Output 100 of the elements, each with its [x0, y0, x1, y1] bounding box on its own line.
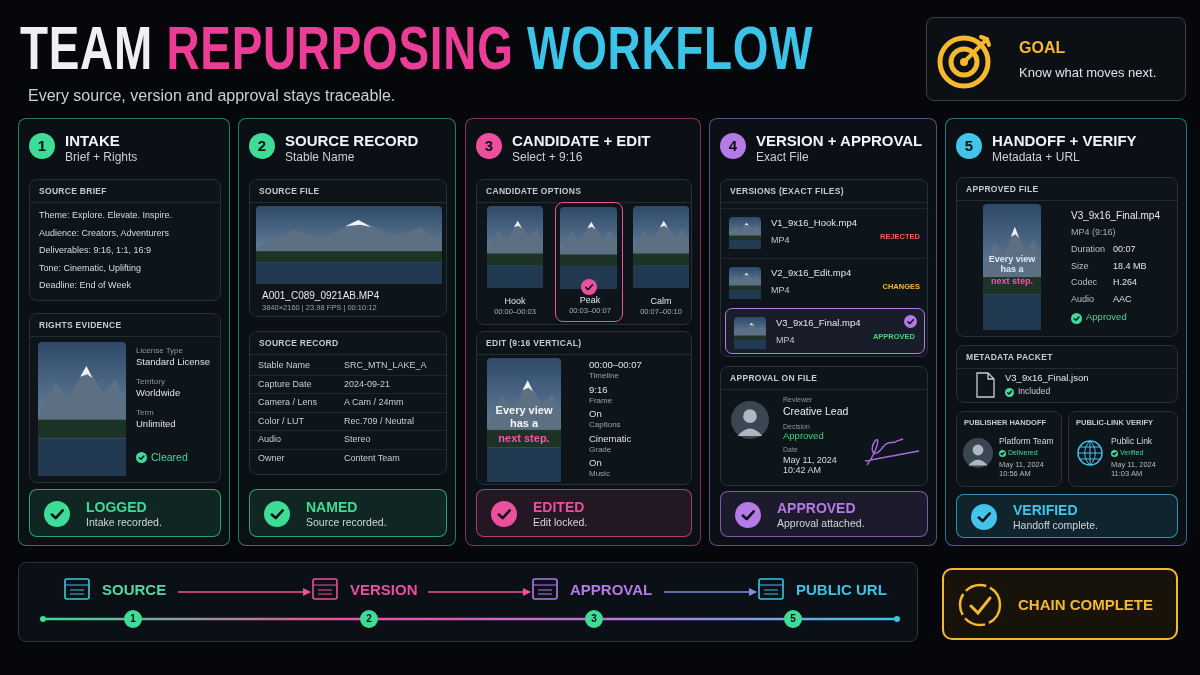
- step-title: VERSION: [350, 581, 418, 599]
- status-text: Approval attached.: [777, 517, 865, 530]
- panel-heading: METADATA PACKET: [966, 353, 1053, 363]
- field-value: SRC_MTN_LAKE_A: [344, 360, 427, 371]
- arrow: [177, 588, 311, 596]
- arrow: [427, 588, 531, 596]
- brief-panel: [29, 179, 221, 301]
- version-row: [725, 308, 925, 354]
- file-name: V3_9x16_Final.json: [1005, 373, 1089, 384]
- brief-line: Theme: Explore. Elevate. Inspire.: [39, 210, 173, 221]
- field-value: May 11, 2024 10:42 AM: [783, 455, 838, 476]
- field-value: Approved: [783, 431, 824, 442]
- panel-heading: SOURCE FILE: [259, 187, 320, 197]
- field-value: AAC: [1113, 293, 1132, 304]
- overlay-caption: Every view has a: [494, 404, 554, 430]
- step-title: PUBLIC URL: [796, 581, 887, 599]
- status-text: Handoff complete.: [1013, 519, 1099, 532]
- status-text: Approved: [1086, 312, 1127, 323]
- arrow: [663, 588, 757, 596]
- field-label: Camera / Lens: [258, 397, 318, 408]
- handoff-panel: [1068, 411, 1178, 487]
- field-value: 00:00–00:07: [589, 360, 642, 371]
- field-label: Territory: [136, 377, 165, 387]
- field-value: On: [589, 458, 602, 469]
- handoff-name: Public Link: [1111, 437, 1153, 447]
- field-label: Frame: [589, 395, 613, 405]
- field-value: Stereo: [344, 434, 371, 445]
- file-type: MP4 (9:16): [1071, 227, 1116, 238]
- option-name: Calm: [650, 296, 672, 307]
- number-badge: 3: [476, 133, 502, 159]
- status-banner: [956, 494, 1178, 538]
- status-banner: [476, 489, 692, 537]
- handoff-panel: [956, 411, 1062, 487]
- field-label: License Type: [136, 346, 183, 356]
- step-number: 2: [360, 610, 378, 628]
- complete-title: CHAIN COMPLETE: [1018, 596, 1153, 614]
- field-label: Duration: [1071, 244, 1106, 255]
- field-value: 00:07: [1113, 244, 1136, 255]
- field-label: Music: [589, 469, 610, 479]
- field-label: Codec: [1071, 277, 1097, 288]
- file-name: A001_C089_0921AB.MP4: [262, 290, 380, 302]
- overlay-caption: next step.: [498, 432, 550, 445]
- brief-line: Deliverables: 9:16, 1:1, 16:9: [39, 245, 152, 256]
- field-value: Worldwide: [136, 388, 181, 399]
- status-text: Edit locked.: [533, 516, 588, 529]
- status-banner: [249, 489, 447, 537]
- number-badge: 1: [29, 133, 55, 159]
- stage-card: [465, 118, 701, 546]
- stage-subtitle: Select + 9:16: [512, 151, 583, 165]
- field-label: Size: [1071, 260, 1089, 271]
- status-banner: [720, 491, 928, 537]
- field-value: Creative Lead: [783, 405, 849, 418]
- step-number: 5: [784, 610, 802, 628]
- field-label: Capture Date: [258, 378, 312, 389]
- status-title: NAMED: [306, 499, 358, 516]
- field-label: Audio: [1071, 293, 1095, 304]
- field-value: Cinematic: [589, 433, 632, 445]
- field-value: Content Team: [344, 452, 400, 463]
- option-name: Peak: [579, 295, 601, 306]
- stage-card: [945, 118, 1187, 546]
- status-title: EDITED: [533, 499, 585, 516]
- stage-subtitle: Brief + Rights: [65, 151, 138, 165]
- panel-heading: SOURCE BRIEF: [39, 187, 107, 197]
- content-panel: [476, 179, 692, 325]
- status-text: Source recorded.: [306, 516, 387, 529]
- metadata-panel: [956, 345, 1178, 403]
- stage-title: INTAKE: [65, 132, 120, 150]
- step-title: SOURCE: [102, 581, 167, 599]
- field-value: On: [589, 409, 602, 420]
- stage-card: [238, 118, 456, 546]
- content-panel: [720, 179, 928, 357]
- number-badge: 5: [956, 133, 982, 159]
- option-name: Hook: [504, 296, 526, 307]
- field-value: A Cam / 24mm: [344, 397, 404, 408]
- number-badge: 4: [720, 133, 746, 159]
- field-value: Standard License: [136, 357, 210, 368]
- stage-card: [18, 118, 230, 546]
- goal-text: Know what moves next.: [1019, 66, 1157, 81]
- panel-heading: RIGHTS EVIDENCE: [39, 321, 122, 331]
- record-table: [249, 331, 447, 475]
- field-label: Term: [136, 408, 154, 418]
- brief-line: Audience: Creators, Adventurers: [39, 227, 170, 238]
- field-label: Owner: [258, 452, 285, 463]
- field-value: 18.4 MB: [1113, 260, 1147, 271]
- approval-panel: [720, 366, 928, 486]
- field-label: Grade: [589, 444, 612, 454]
- stage-subtitle: Stable Name: [285, 151, 355, 165]
- panel-heading: VERSIONS (EXACT FILES): [730, 187, 844, 197]
- stage-card: [709, 118, 937, 546]
- field-value: Rec.709 / Neutral: [344, 415, 415, 426]
- file-panel: [956, 177, 1178, 337]
- field-label: Color / LUT: [258, 415, 304, 426]
- status-text: Included: [1018, 387, 1051, 397]
- stage-title: SOURCE RECORD: [285, 132, 419, 150]
- brief-line: Tone: Cinematic, Uplifting: [39, 262, 142, 273]
- overlay-caption: Every view has a: [987, 254, 1037, 275]
- field-value: 2024-09-21: [344, 378, 391, 389]
- stage-title: VERSION + APPROVAL: [756, 132, 923, 150]
- goal-title: GOAL: [1019, 39, 1066, 58]
- subtitle: Every source, version and approval stays traceable.: [28, 87, 396, 106]
